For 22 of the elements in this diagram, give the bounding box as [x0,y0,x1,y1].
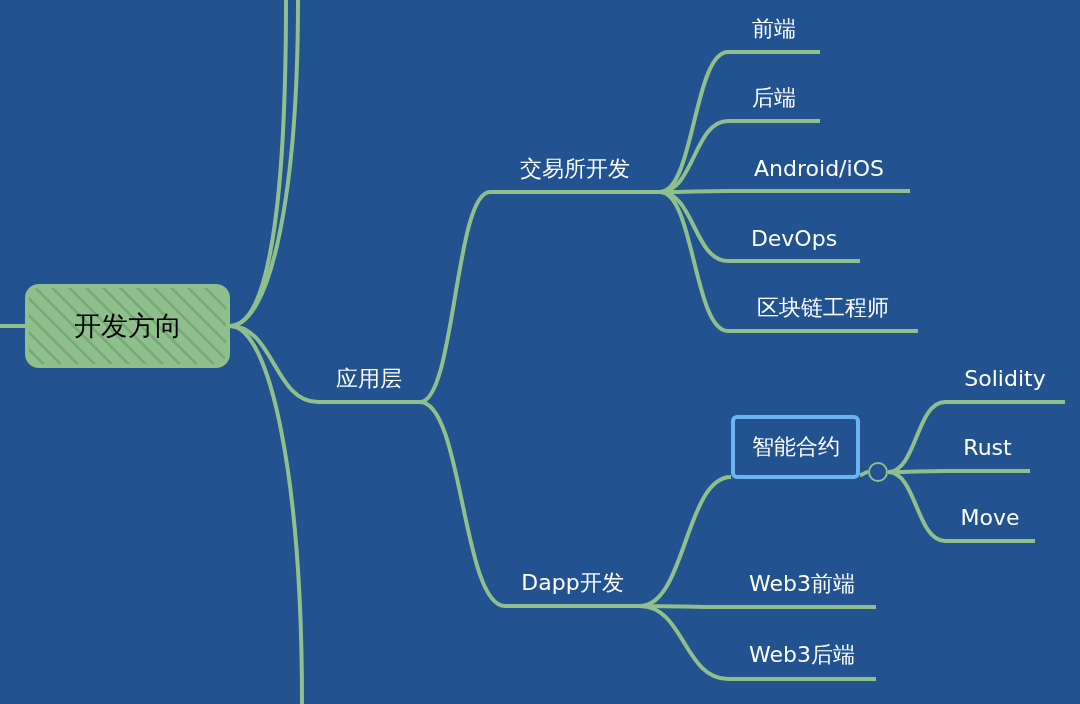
branch-label: 前端 [728,8,820,54]
selected-topic-box: 智能合约 [731,415,860,479]
collapse-circle [868,462,888,482]
branch-label: Android/iOS [728,147,910,193]
branch-label: Web3后端 [728,633,876,681]
branch-label: Move [945,495,1035,543]
branch-label: Rust [945,425,1030,473]
branch-label: 后端 [728,77,820,123]
branch-label: Web3前端 [728,563,876,609]
branch-line [419,190,491,404]
branch-line [639,604,729,681]
branch-label: 交易所开发 [490,148,660,194]
branch-line [419,400,506,608]
branch-line [859,470,869,477]
branch-label: 区块链工程师 [728,287,918,333]
branch-label: Solidity [945,356,1065,404]
branch-line [0,324,25,328]
branch-label: Dapp开发 [505,562,640,608]
branch-label: 应用层 [318,358,420,404]
branch-label: DevOps [728,217,860,263]
branch-line [229,324,319,404]
root-topic-box: 开发方向 [25,284,230,368]
